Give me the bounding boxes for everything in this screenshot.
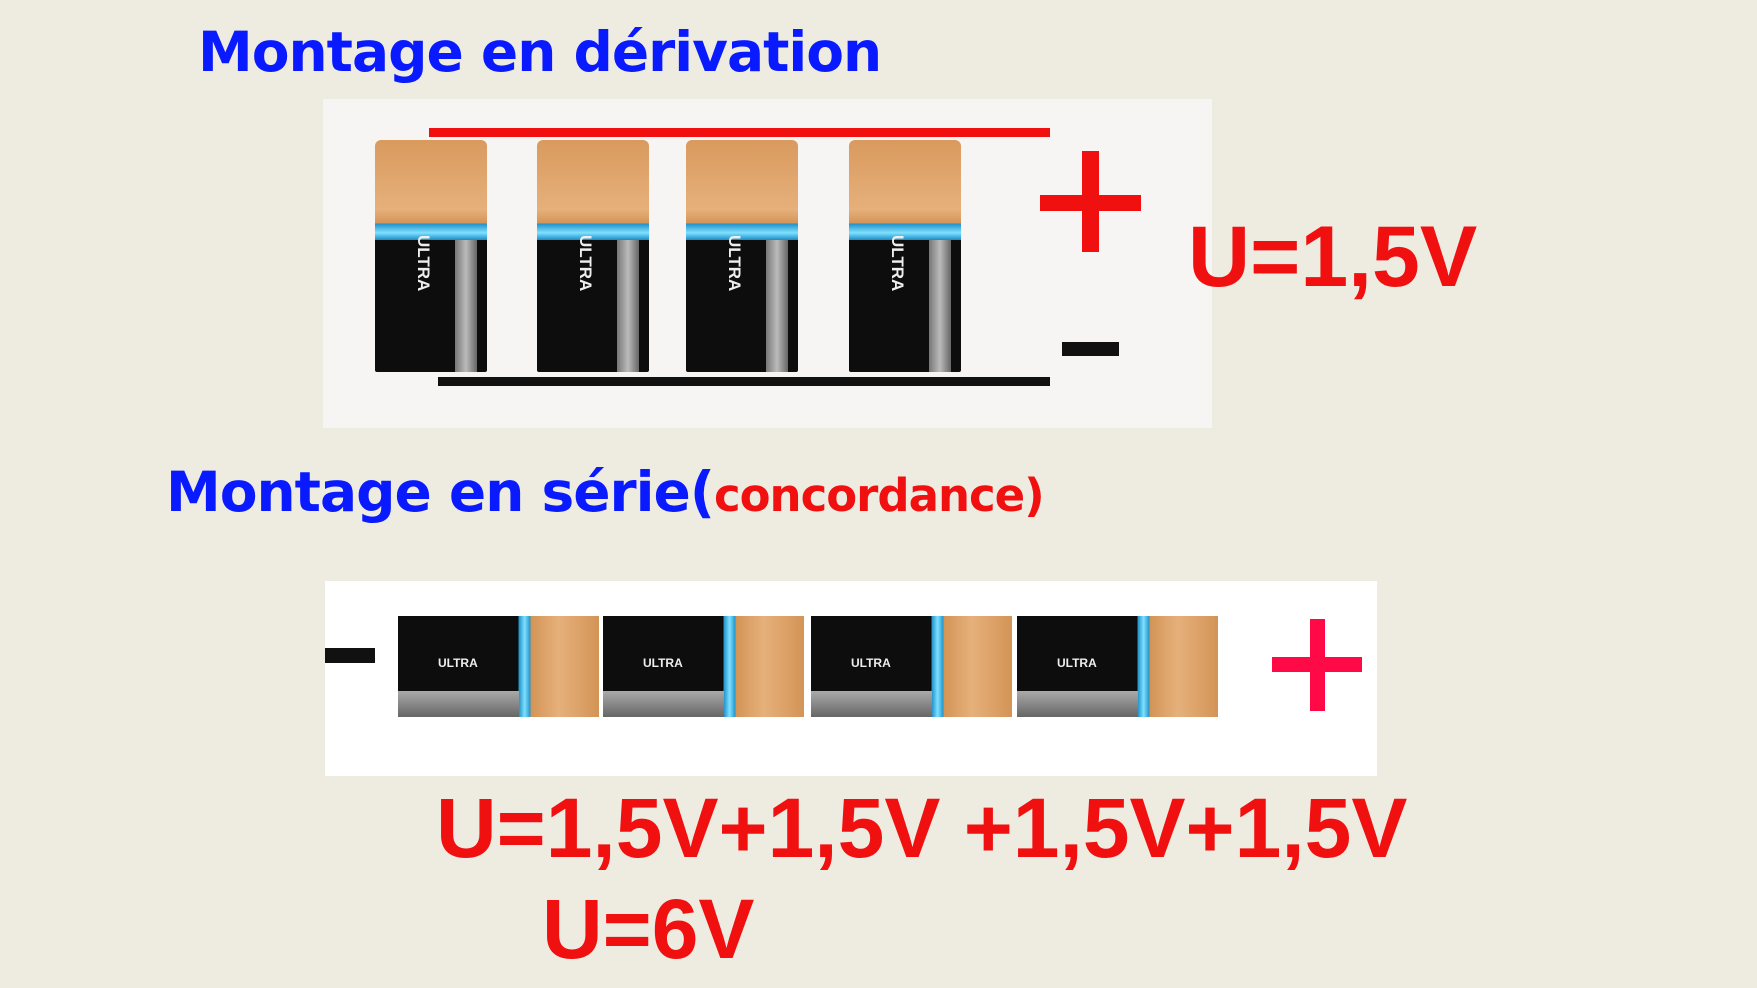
battery-label: ULTRA [643, 656, 683, 670]
minus-icon [1062, 342, 1119, 356]
battery-label: ULTRA [576, 235, 595, 292]
battery: ULTRA [686, 140, 798, 372]
battery: ULTRA [1017, 616, 1218, 717]
parallel-voltage: U=1,5V [1188, 209, 1478, 305]
battery: ULTRA [849, 140, 961, 372]
plus-icon-vertical [1310, 619, 1325, 711]
series-voltage-result: U=6V [542, 882, 755, 976]
positive-wire [429, 128, 1050, 137]
battery: ULTRA [398, 616, 599, 717]
negative-wire [438, 377, 1050, 386]
series-title-main: Montage en série( [166, 460, 715, 524]
minus-icon [325, 648, 375, 663]
battery-label: ULTRA [438, 656, 478, 670]
battery-label: ULTRA [851, 656, 891, 670]
battery-label: ULTRA [1057, 656, 1097, 670]
battery-label: ULTRA [888, 235, 907, 292]
battery: ULTRA [375, 140, 487, 372]
plus-icon-vertical [1082, 151, 1099, 252]
series-voltage-sum: U=1,5V+1,5V +1,5V+1,5V [436, 781, 1408, 875]
series-title: Montage en série(concordance) [166, 460, 1045, 524]
battery: ULTRA [537, 140, 649, 372]
series-title-suffix: concordance) [713, 469, 1045, 522]
series-diagram: ULTRA ULTRA ULTRA ULTRA [325, 581, 1377, 776]
parallel-diagram: ULTRA ULTRA ULTRA ULTRA [323, 99, 1212, 428]
battery-label: ULTRA [414, 235, 433, 292]
battery: ULTRA [811, 616, 1012, 717]
battery: ULTRA [603, 616, 804, 717]
battery-label: ULTRA [725, 235, 744, 292]
parallel-title: Montage en dérivation [198, 20, 882, 84]
